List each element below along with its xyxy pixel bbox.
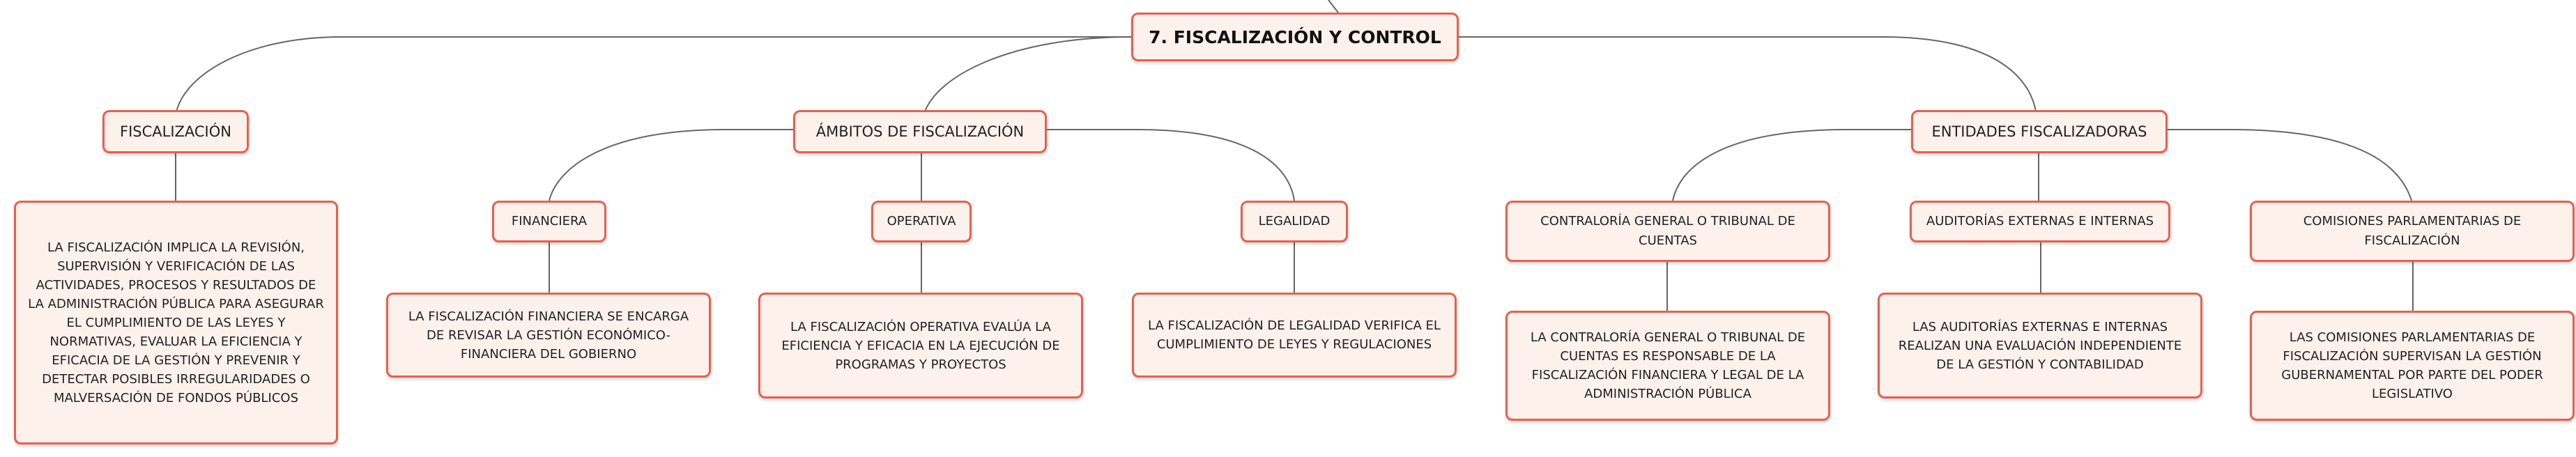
legalidad-node[interactable]: LEGALIDAD [1241,201,1348,242]
legalidad-description-node[interactable]: LA FISCALIZACIÓN DE LEGALIDAD VERIFICA E… [1132,293,1457,378]
connector-entidades-contraloria [1672,129,1911,201]
connector-root-entidades [1459,36,2037,116]
financiera-label: FINANCIERA [511,214,588,228]
ambitos-label: ÁMBITOS DE FISCALIZACIÓN [815,123,1025,140]
contraloria-description: LA CONTRALORÍA GENERAL O TRIBUNAL DE CUE… [1530,330,1806,401]
root-label: 7. FISCALIZACIÓN Y CONTROL [1149,26,1441,47]
fiscalizacion-description: LA FISCALIZACIÓN IMPLICA LA REVISIÓN, SU… [28,240,324,405]
connector-ambitos-legalidad [1047,129,1295,201]
auditorias-label: AUDITORÍAS EXTERNAS E INTERNAS [1926,214,2154,228]
legalidad-description: LA FISCALIZACIÓN DE LEGALIDAD VERIFICA E… [1148,318,1441,352]
operativa-description-node[interactable]: LA FISCALIZACIÓN OPERATIVA EVALÚA LA EFI… [758,293,1083,398]
financiera-node[interactable]: FINANCIERA [492,201,606,242]
entidades-label: ENTIDADES FISCALIZADORAS [1931,123,2147,140]
connector-root-ambitos [923,36,1132,116]
operativa-label: OPERATIVA [887,214,956,228]
root-node[interactable]: 7. FISCALIZACIÓN Y CONTROL [1131,13,1459,61]
comisiones-description-node[interactable]: LAS COMISIONES PARLAMENTARIAS DE FISCALI… [2250,311,2575,421]
operativa-node[interactable]: OPERATIVA [871,201,972,242]
auditorias-node[interactable]: AUDITORÍAS EXTERNAS E INTERNAS [1910,201,2170,242]
auditorias-description-node[interactable]: LAS AUDITORÍAS EXTERNAS E INTERNAS REALI… [1878,293,2202,398]
entidades-node[interactable]: ENTIDADES FISCALIZADORAS [1911,110,2168,153]
comisiones-label: COMISIONES PARLAMENTARIAS DE FISCALIZACI… [2303,214,2522,248]
ambitos-node[interactable]: ÁMBITOS DE FISCALIZACIÓN [793,110,1047,153]
auditorias-description: LAS AUDITORÍAS EXTERNAS E INTERNAS REALI… [1898,319,2182,372]
fiscalizacion-node[interactable]: FISCALIZACIÓN [102,110,249,153]
contraloria-node[interactable]: CONTRALORÍA GENERAL O TRIBUNAL DE CUENTA… [1505,201,1830,262]
comisiones-node[interactable]: COMISIONES PARLAMENTARIAS DE FISCALIZACI… [2250,201,2575,262]
comisiones-description: LAS COMISIONES PARLAMENTARIAS DE FISCALI… [2281,330,2543,401]
connector-entidades-comisiones [2168,129,2412,201]
fiscalizacion-description-node[interactable]: LA FISCALIZACIÓN IMPLICA LA REVISIÓN, SU… [14,201,338,444]
legalidad-label: LEGALIDAD [1258,214,1331,228]
financiera-description-node[interactable]: LA FISCALIZACIÓN FINANCIERA SE ENCARGA D… [386,293,711,378]
connector-root-top [1328,0,1339,13]
contraloria-label: CONTRALORÍA GENERAL O TRIBUNAL DE CUENTA… [1540,214,1795,248]
connector-ambitos-financiera [549,129,793,201]
operativa-description: LA FISCALIZACIÓN OPERATIVA EVALÚA LA EFI… [781,319,1060,372]
contraloria-description-node[interactable]: LA CONTRALORÍA GENERAL O TRIBUNAL DE CUE… [1505,311,1830,421]
financiera-description: LA FISCALIZACIÓN FINANCIERA SE ENCARGA D… [408,309,689,362]
fiscalizacion-label: FISCALIZACIÓN [119,123,231,140]
connector-root-fiscalizacion [175,36,1131,116]
